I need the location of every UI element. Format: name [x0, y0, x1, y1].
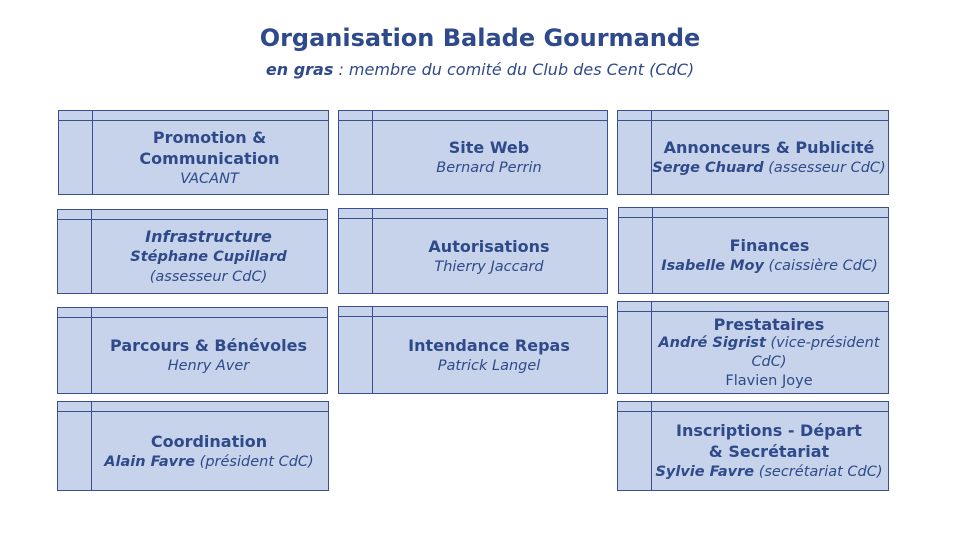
box-title: Annonceurs & Publicité: [663, 138, 875, 157]
box-person-role: CdC): [751, 353, 787, 370]
box-content: Prestataires André Sigrist (vice-préside…: [652, 312, 886, 393]
box-person: Isabelle Moy (caissière CdC): [661, 256, 878, 276]
box-side-strip: [618, 302, 652, 393]
box-content: Autorisations Thierry Jaccard: [373, 219, 605, 293]
box-autorisations: Autorisations Thierry Jaccard: [338, 208, 608, 294]
box-inscriptions: Inscriptions - Départ & Secrétariat Sylv…: [617, 401, 889, 491]
box-top-strip: [618, 302, 888, 312]
box-content: Parcours & Bénévoles Henry Aver: [92, 318, 325, 393]
box-person: Stéphane Cupillard: [130, 247, 286, 267]
box-person-name: Isabelle Moy: [661, 258, 764, 274]
box-top-strip: [58, 210, 327, 220]
box-top-strip: [58, 402, 328, 412]
box-side-strip: [58, 402, 92, 490]
box-title: Coordination: [150, 431, 268, 451]
page-title: Organisation Balade Gourmande: [259, 24, 701, 52]
box-person: Alain Favre (président CdC): [104, 452, 313, 472]
box-person: Patrick Langel: [437, 357, 541, 374]
box-person-role: (président CdC): [195, 453, 314, 470]
box-parcours: Parcours & Bénévoles Henry Aver: [57, 307, 328, 394]
box-content: Intendance Repas Patrick Langel: [373, 317, 605, 393]
box-top-strip: [339, 307, 607, 317]
subtitle-bold-text: en gras: [265, 60, 334, 79]
box-title: Promotion &: [152, 127, 267, 147]
box-side-strip: [58, 210, 92, 293]
box-person-second: Flavien Joye: [725, 372, 813, 389]
box-side-strip: [618, 111, 652, 194]
box-side-strip: [59, 111, 93, 194]
box-person: Thierry Jaccard: [434, 258, 544, 275]
box-title: Prestataires: [713, 314, 825, 334]
box-content: Annonceurs & Publicité Serge Chuard (ass…: [652, 121, 886, 194]
box-person-role: (assesseur CdC): [763, 160, 886, 176]
box-top-strip: [339, 209, 607, 219]
box-person: Serge Chuard (assesseur CdC): [652, 158, 885, 178]
box-person-name: Serge Chuard: [652, 160, 764, 176]
box-person: Sylvie Favre (secrétariat CdC): [655, 462, 882, 482]
box-title: & Secrétariat: [708, 442, 830, 461]
box-side-strip: [339, 209, 373, 293]
box-side-strip: [618, 402, 652, 490]
subtitle-rest-text: : membre du comité du Club des Cent (CdC…: [333, 60, 695, 79]
box-person-name: Alain Favre: [104, 453, 196, 470]
box-person: Bernard Perrin: [436, 160, 542, 176]
box-coordination: Coordination Alain Favre (président CdC): [57, 401, 329, 491]
box-title: Finances: [729, 236, 810, 255]
box-title: Intendance Repas: [408, 335, 570, 355]
box-person-role: (vice-président: [765, 334, 880, 351]
box-person-name: Sylvie Favre: [655, 464, 755, 480]
box-top-strip: [339, 111, 607, 121]
box-top-strip: [58, 308, 327, 318]
box-top-strip: [59, 111, 328, 121]
box-side-strip: [339, 307, 373, 393]
box-promotion: Promotion & Communication VACANT: [58, 110, 329, 195]
box-title: Infrastructure: [145, 227, 272, 246]
box-prestataires: Prestataires André Sigrist (vice-préside…: [617, 301, 889, 394]
box-content: Promotion & Communication VACANT: [93, 121, 326, 194]
box-content: Coordination Alain Favre (président CdC): [92, 412, 326, 490]
box-top-strip: [618, 402, 888, 412]
box-title: Parcours & Bénévoles: [110, 336, 307, 355]
box-content: Infrastructure Stéphane Cupillard (asses…: [92, 220, 325, 293]
box-content: Finances Isabelle Moy (caissière CdC): [653, 218, 886, 293]
box-person: Henry Aver: [167, 358, 250, 374]
box-top-strip: [618, 111, 888, 121]
box-finances: Finances Isabelle Moy (caissière CdC): [618, 207, 889, 294]
box-title: Autorisations: [428, 236, 550, 256]
box-person: VACANT: [180, 170, 239, 187]
box-title: Inscriptions - Départ: [676, 421, 862, 440]
box-top-strip: [619, 208, 888, 218]
box-person-role: (caissière CdC): [763, 258, 878, 274]
box-infrastructure: Infrastructure Stéphane Cupillard (asses…: [57, 209, 328, 294]
box-content: Inscriptions - Départ & Secrétariat Sylv…: [652, 412, 886, 490]
box-content: Site Web Bernard Perrin: [373, 121, 605, 194]
box-side-strip: [58, 308, 92, 393]
box-side-strip: [339, 111, 373, 194]
box-intendance: Intendance Repas Patrick Langel: [338, 306, 608, 394]
box-person-role: (secrétariat CdC): [754, 464, 883, 480]
box-title: Site Web: [448, 138, 530, 157]
box-site-web: Site Web Bernard Perrin: [338, 110, 608, 195]
box-person-name: André Sigrist: [658, 334, 766, 351]
box-person-role: (assesseur CdC): [149, 269, 268, 285]
box-annonceurs: Annonceurs & Publicité Serge Chuard (ass…: [617, 110, 889, 195]
box-person-name: Stéphane Cupillard: [130, 249, 287, 265]
box-person: André Sigrist (vice-président: [658, 334, 879, 353]
box-side-strip: [619, 208, 653, 293]
box-title: Communication: [139, 148, 280, 168]
page-subtitle: en gras : membre du comité du Club des C…: [0, 60, 960, 79]
